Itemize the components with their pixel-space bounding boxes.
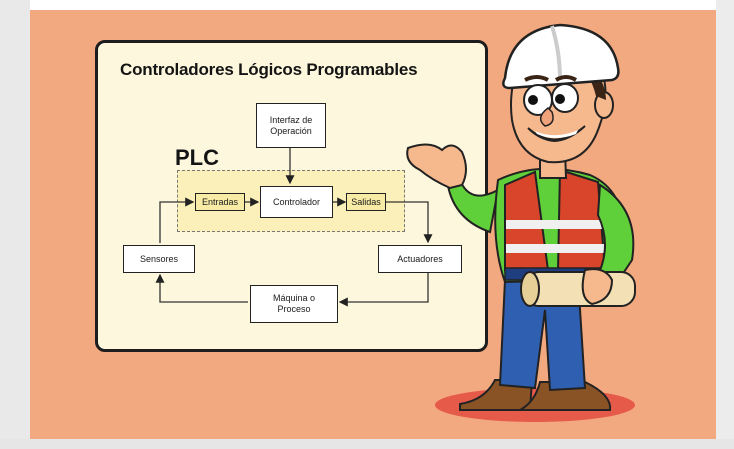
- raised-hand: [406, 143, 467, 190]
- teeth: [535, 130, 578, 138]
- mouth: [527, 125, 586, 143]
- node-maquina: Máquina o Proceso: [250, 285, 338, 323]
- node-controlador: Controlador: [260, 186, 333, 218]
- left-arm: [446, 178, 500, 234]
- left-pupil: [528, 95, 538, 105]
- node-salidas: Salidas: [346, 193, 386, 211]
- background-right-strip: [716, 0, 734, 449]
- blueprint-end: [520, 271, 540, 307]
- holding-hand: [581, 268, 614, 306]
- node-sensores: Sensores: [123, 245, 195, 273]
- hair: [575, 62, 606, 100]
- helmet-ridge: [550, 25, 562, 81]
- diagram-title: Controladores Lógicos Programables: [120, 60, 418, 79]
- node-entradas: Entradas: [195, 193, 245, 211]
- background-left-strip: [0, 0, 30, 449]
- helmet: [502, 23, 620, 90]
- right-boot: [519, 381, 612, 411]
- node-interfaz: Interfaz de Operación: [256, 103, 326, 148]
- left-boot: [459, 379, 534, 411]
- eyebrows: [524, 75, 578, 82]
- plc-label: PLC: [175, 145, 219, 170]
- right-pupil: [555, 94, 565, 104]
- blueprint-roll: [524, 271, 636, 307]
- background-bottom-strip: [0, 439, 734, 449]
- vest-stripe-2: [506, 244, 605, 253]
- nose: [539, 107, 554, 127]
- node-actuadores: Actuadores: [378, 245, 462, 273]
- vest-stripe: [506, 220, 605, 229]
- right-eye: [551, 83, 579, 113]
